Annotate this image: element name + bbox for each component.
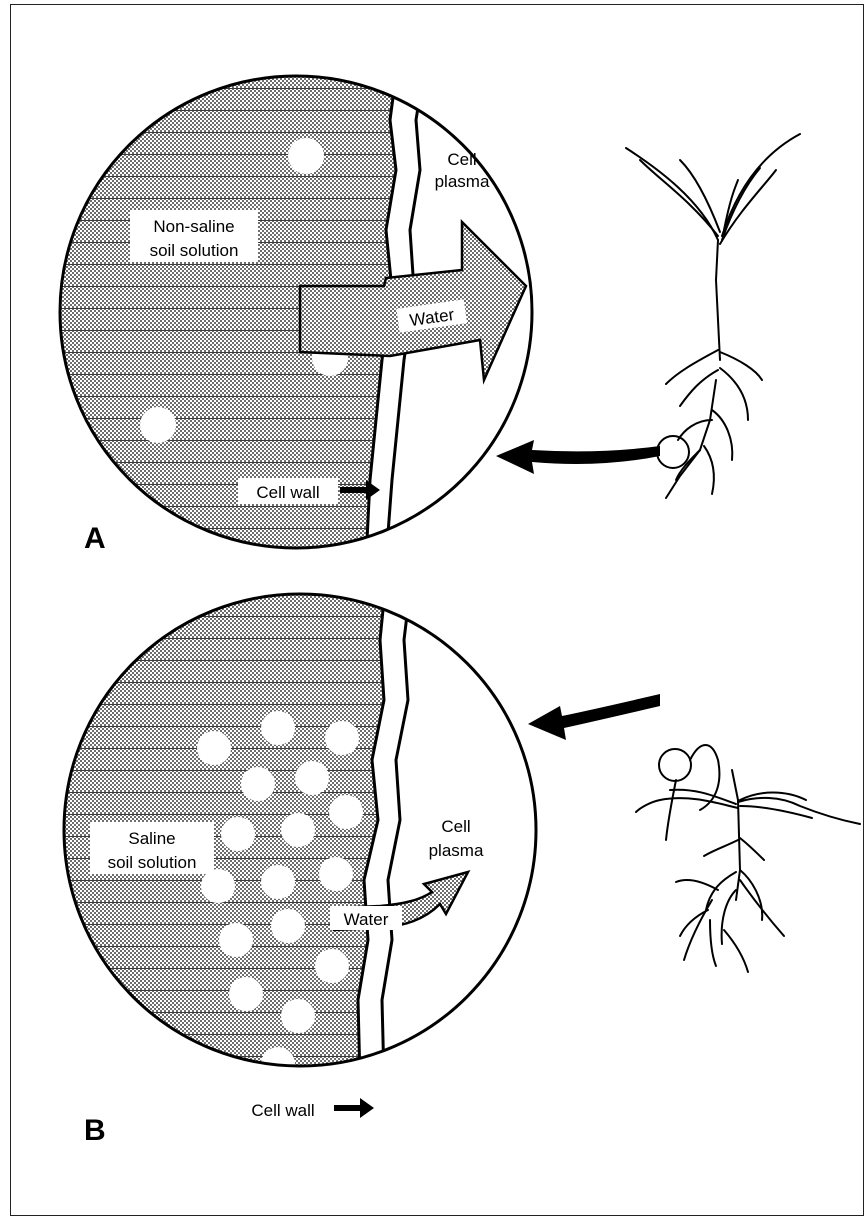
solution-label-line2: soil solution <box>150 241 239 260</box>
solution-label-line1: Non-saline <box>153 217 234 236</box>
solution-label-line2: soil solution <box>108 853 197 872</box>
plasma-label-line2: plasma <box>429 841 484 860</box>
wall-pointer-arrow-b <box>334 1098 374 1118</box>
solution-label-line1: Saline <box>128 829 175 848</box>
plasma-label-line2: plasma <box>435 172 490 191</box>
solution-label-a: Non-saline soil solution <box>130 210 258 262</box>
panel-letter-b: B <box>84 1114 106 1147</box>
magnification-arrow-a <box>496 440 660 474</box>
water-label: Water <box>344 910 389 929</box>
wall-label: Cell wall <box>256 483 319 502</box>
panel-b: Saline soil solution Cell plasma Water C… <box>40 580 860 1147</box>
panel-letter-a: A <box>84 522 106 555</box>
seedling-a <box>626 134 800 498</box>
wall-label: Cell wall <box>251 1101 314 1120</box>
plasma-label-line1: Cell <box>441 817 470 836</box>
panel-a: Non-saline soil solution Cell plasma Wat… <box>40 60 800 560</box>
water-label-b: Water <box>330 906 402 930</box>
magnification-arrow-b <box>528 694 660 740</box>
wall-label-b: Cell wall <box>236 1096 374 1122</box>
solute-particle <box>140 407 176 443</box>
plasma-label-line1: Cell <box>447 150 476 169</box>
seedling-b <box>636 745 860 972</box>
solution-label-b: Saline soil solution <box>90 822 214 874</box>
solute-particle <box>288 138 324 174</box>
